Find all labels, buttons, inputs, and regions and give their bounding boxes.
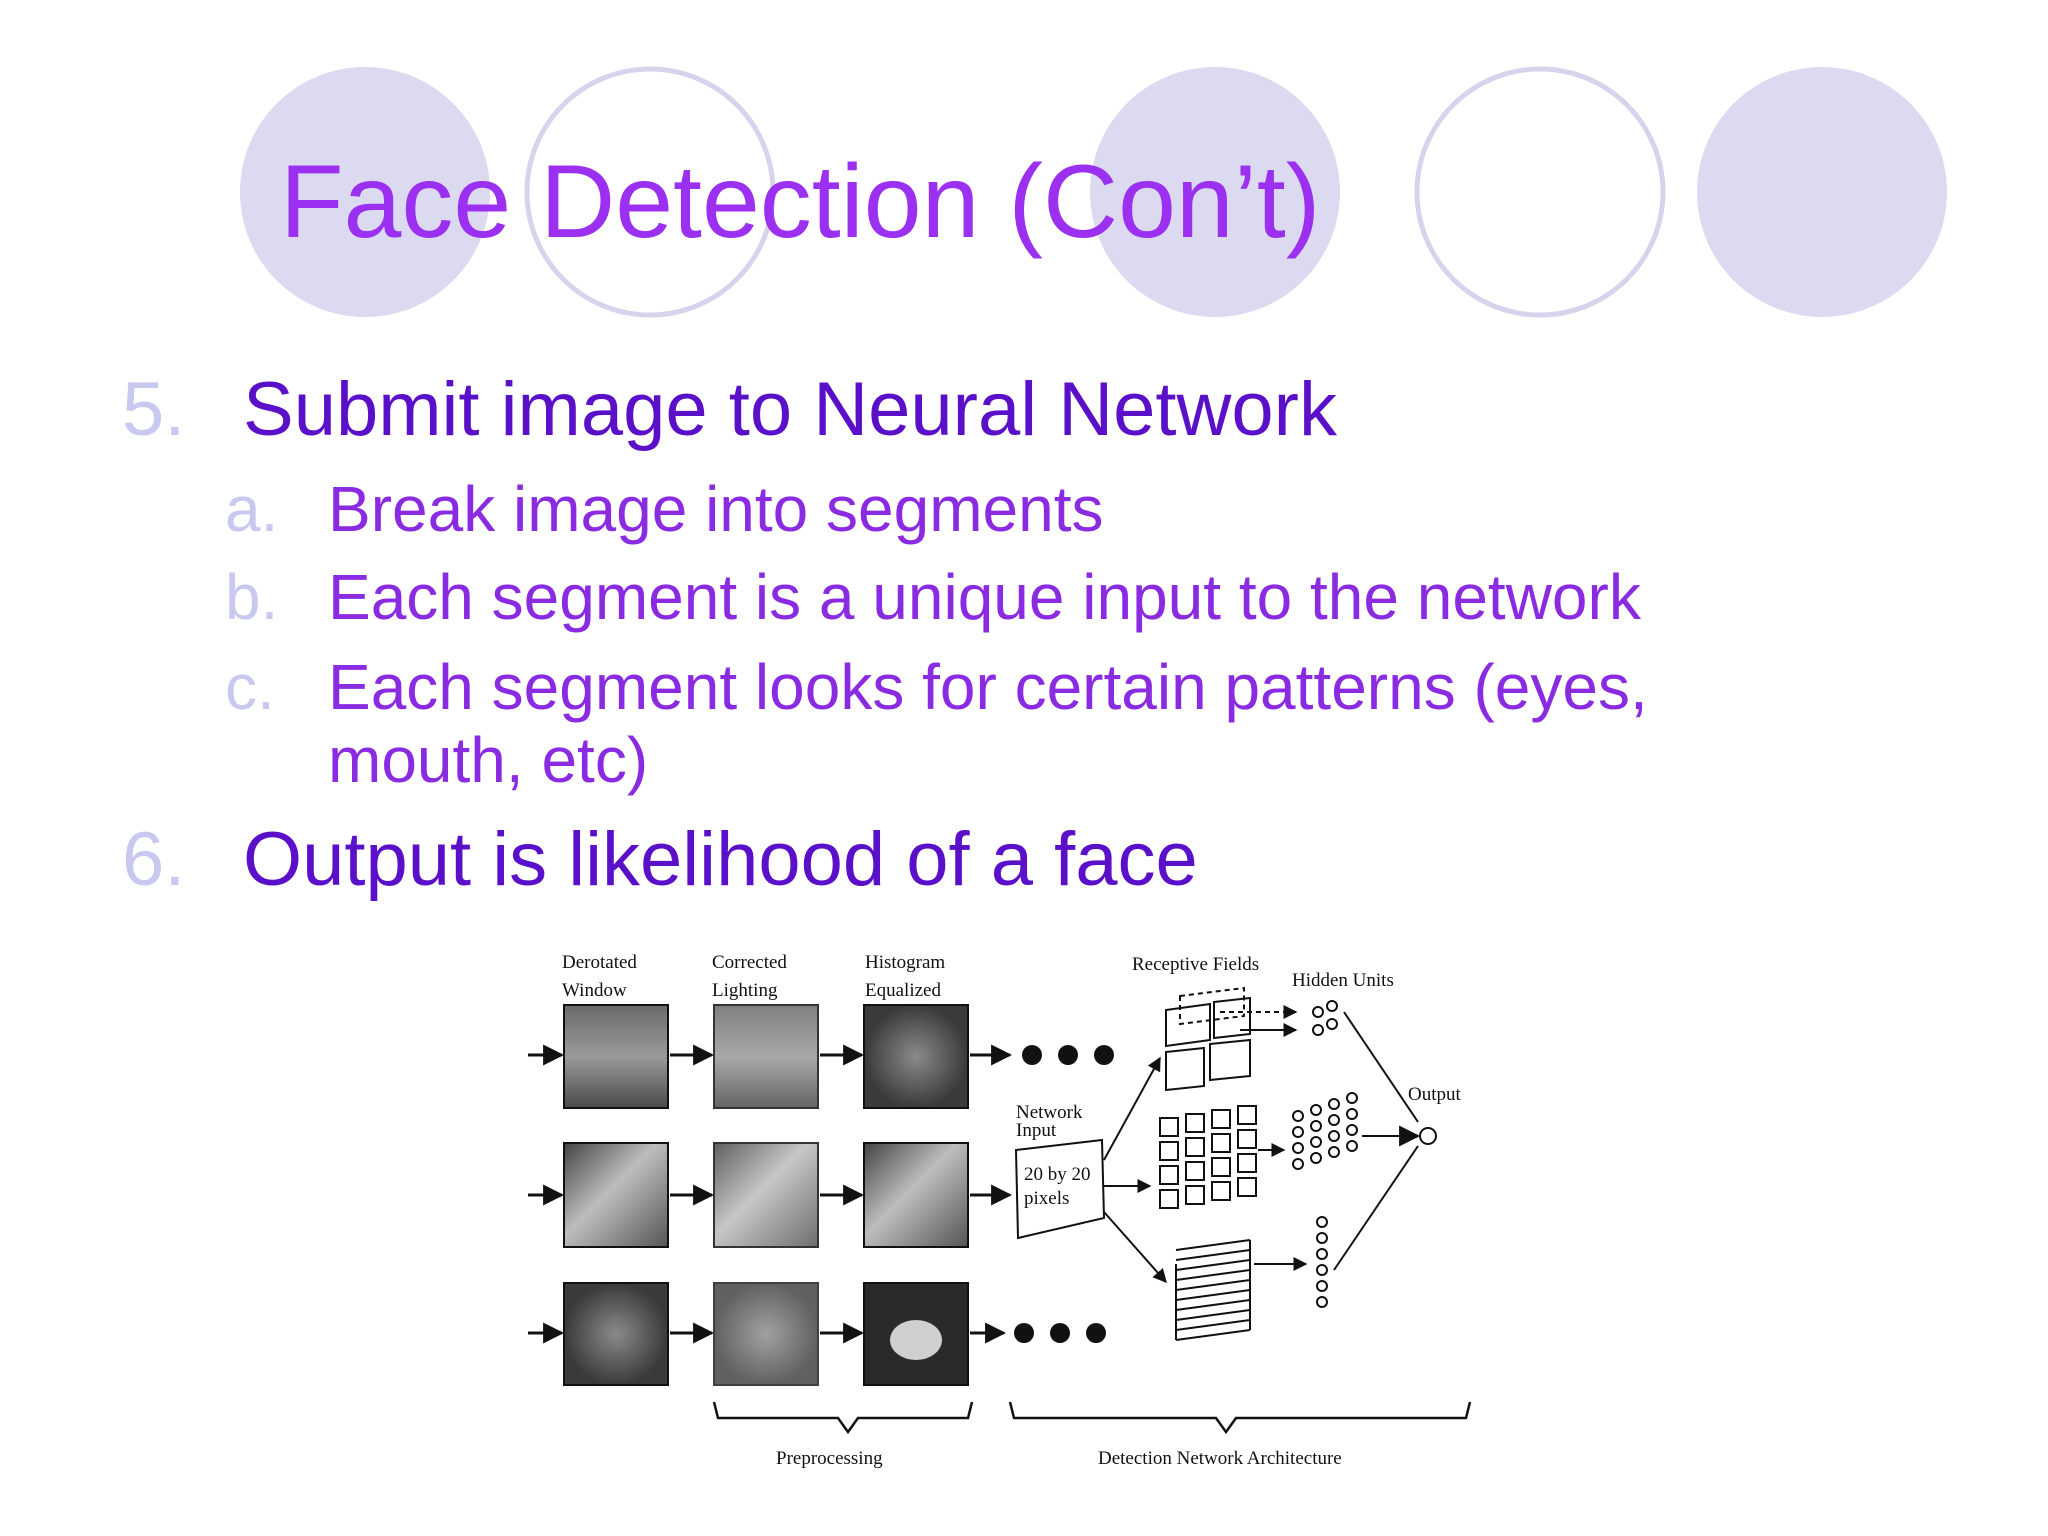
- receptive-fields-strips: [1175, 1239, 1251, 1341]
- label-hidden-units: Hidden Units: [1292, 970, 1394, 991]
- label-histogram: Histogram: [865, 952, 945, 973]
- label-derotated: Derotated: [562, 952, 637, 973]
- item-number: 5.: [122, 367, 186, 452]
- image-row-1: [528, 1004, 1114, 1109]
- subitem-text: Each segment is a unique input to the ne…: [328, 561, 1641, 633]
- label-detection-architecture: Detection Network Architecture: [1098, 1448, 1342, 1469]
- circle-filled-1: [240, 67, 490, 317]
- network-input-box: [1014, 1138, 1106, 1240]
- label-output: Output: [1408, 1084, 1462, 1105]
- label-input: Input: [1016, 1120, 1057, 1141]
- item-text: Submit image to Neural Network: [243, 367, 1337, 452]
- subitem-letter: a.: [225, 473, 279, 545]
- face-image: [563, 1004, 669, 1109]
- face-image: [563, 1142, 669, 1248]
- face-image: [713, 1142, 819, 1248]
- circle-filled-3: [1697, 67, 1947, 317]
- label-preprocessing: Preprocessing: [776, 1448, 883, 1469]
- face-image: [713, 1004, 819, 1109]
- architecture-brace: [1008, 1401, 1472, 1435]
- slide-title: Face Detection (Con’t): [280, 144, 1321, 260]
- hidden-units-bottom: [1316, 1216, 1328, 1308]
- receptive-fields-top: [1165, 986, 1251, 1092]
- subitem-text-continued: mouth, etc): [328, 724, 649, 796]
- label-network: Network: [1016, 1102, 1083, 1123]
- image-row-3: [528, 1282, 1106, 1386]
- subitem-text: Each segment looks for certain patterns …: [328, 651, 1648, 723]
- decorative-circles: [240, 66, 1947, 318]
- label-receptive-fields: Receptive Fields: [1132, 954, 1259, 975]
- label-pixels: pixels: [1024, 1188, 1069, 1209]
- label-corrected: Corrected: [712, 952, 787, 973]
- circle-outline-2: [1414, 66, 1666, 318]
- face-image: [863, 1004, 969, 1109]
- receptive-fields-grid: [1159, 1105, 1257, 1209]
- face-image: [713, 1282, 819, 1386]
- label-lighting: Lighting: [712, 980, 778, 1001]
- preprocessing-brace: [712, 1401, 974, 1435]
- subitem-letter: b.: [225, 561, 279, 633]
- item-text: Output is likelihood of a face: [243, 817, 1198, 902]
- hidden-units-top: [1312, 1000, 1338, 1036]
- subitem-letter: c.: [225, 651, 275, 723]
- label-20-by-20: 20 by 20: [1024, 1164, 1091, 1185]
- face-image: [863, 1142, 969, 1248]
- subitem-text: Break image into segments: [328, 473, 1104, 545]
- circle-filled-2: [1090, 67, 1340, 317]
- item-number: 6.: [122, 817, 186, 902]
- hidden-units-middle: [1292, 1092, 1358, 1170]
- image-row-2: [528, 1142, 1013, 1248]
- face-image: [563, 1282, 669, 1386]
- label-window: Window: [562, 980, 627, 1001]
- circle-outline-1: [524, 66, 776, 318]
- label-equalized: Equalized: [865, 980, 941, 1001]
- output-node: [1419, 1127, 1437, 1145]
